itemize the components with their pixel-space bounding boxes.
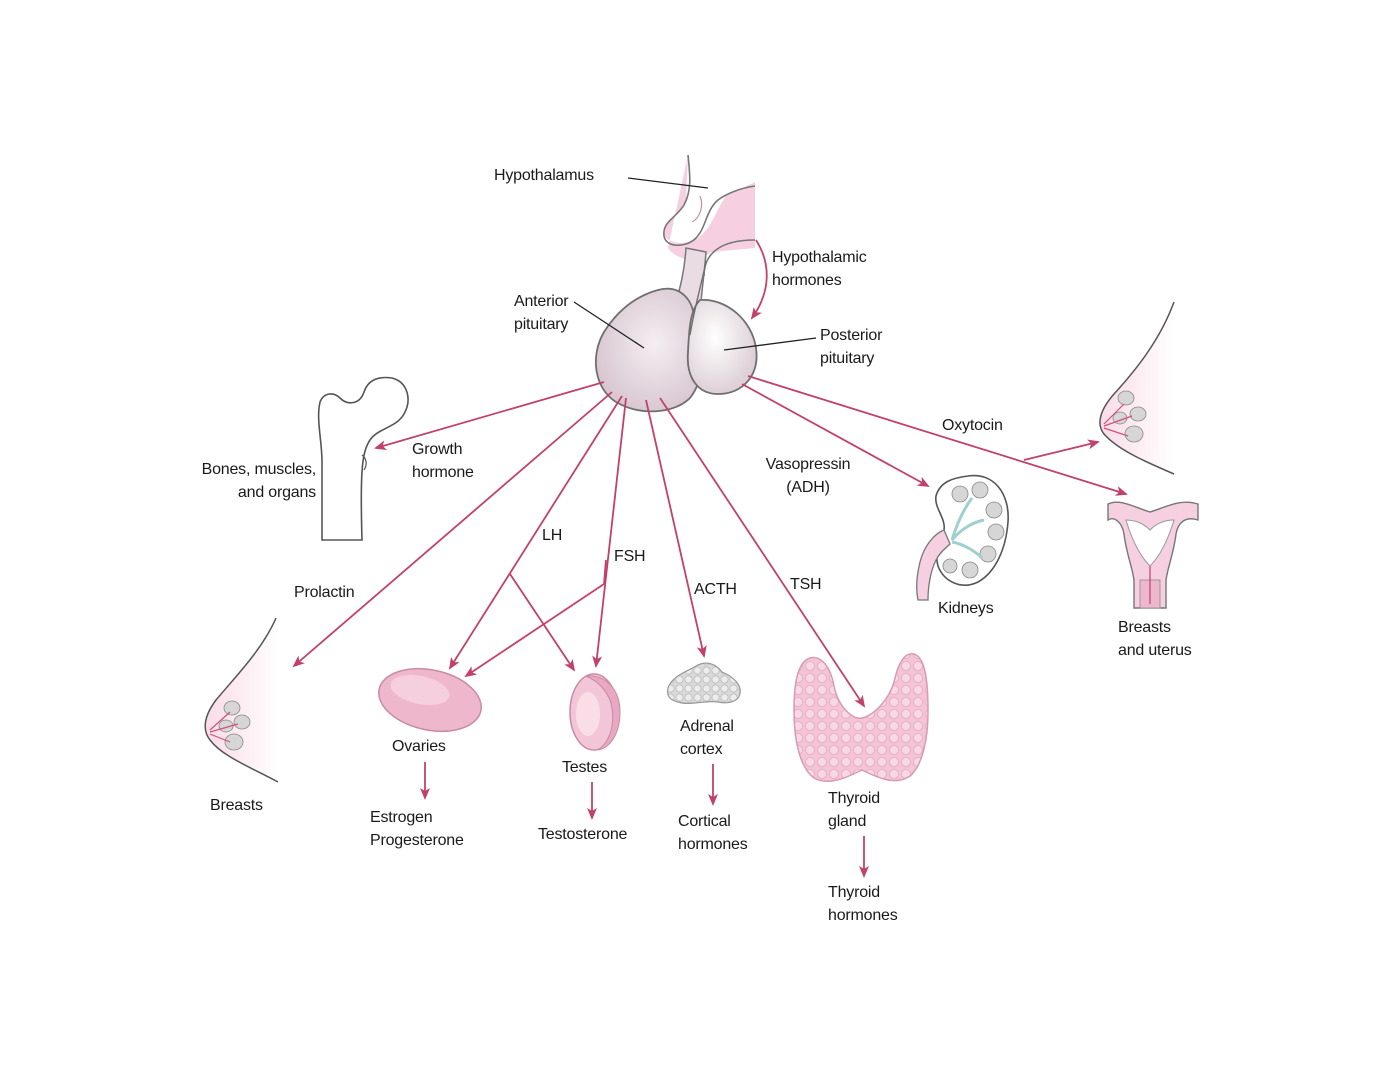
kidney-illustration — [916, 474, 1009, 601]
fsh-label: FSH — [614, 548, 646, 565]
testosterone-label: Testosterone — [538, 826, 628, 843]
anterior-pituitary-leader-line — [573, 301, 645, 349]
breast-illustration-right — [1099, 301, 1175, 475]
posterior-pituitary-gland — [686, 261, 758, 395]
posterior-pituitary-label: Posterior pituitary — [820, 327, 883, 367]
cortical-hormones-label: Cortical hormones — [678, 813, 748, 853]
ovaries-label: Ovaries — [392, 738, 446, 755]
vasopressin-arrow — [741, 383, 930, 487]
ovary-illustration — [378, 667, 482, 733]
bone-illustration — [317, 376, 409, 541]
lh-branch-testes-arrow — [509, 573, 576, 672]
growth-hormone-arrow — [374, 381, 605, 451]
breasts-and-uterus-label: Breasts and uterus — [1118, 619, 1192, 659]
kidneys-label: Kidneys — [938, 600, 994, 617]
adrenal-cortex-label: Adrenal cortex — [680, 718, 734, 758]
hypothalamus-leader-line — [627, 177, 709, 189]
vasopressin-label: Vasopressin (ADH) — [765, 456, 851, 496]
thyroid-illustration — [793, 653, 929, 782]
tsh-label: TSH — [790, 576, 822, 593]
breast-illustration-left — [204, 617, 279, 783]
bones-muscles-organs-label: Bones, muscles, and organs — [201, 461, 317, 501]
acth-arrow — [645, 399, 707, 658]
adrenal-illustration — [666, 662, 741, 705]
oxytocin-label: Oxytocin — [942, 417, 1003, 434]
estrogen-progesterone-label: Estrogen Progesterone — [370, 809, 464, 849]
thyroid-hormones-label: Thyroid hormones — [828, 884, 898, 924]
fsh-arrow — [592, 397, 627, 668]
uterus-illustration — [1107, 501, 1199, 609]
testes-label: Testes — [562, 759, 608, 776]
anterior-pituitary-label: Anterior pituitary — [514, 293, 569, 333]
thyroid-gland-label: Thyroid gland — [828, 790, 880, 830]
hypothalamus-label: Hypothalamus — [494, 167, 594, 184]
acth-label: ACTH — [694, 581, 737, 598]
tsh-arrow — [659, 397, 866, 708]
fsh-branch-ovaries-arrow — [464, 559, 607, 678]
breasts-label: Breasts — [210, 797, 263, 814]
hypothalamus-tissue — [663, 154, 756, 277]
hypothalamic-hormones-arrow — [750, 239, 768, 320]
hypothalamic-hormones-label: Hypothalamic hormones — [772, 249, 867, 289]
prolactin-arrow — [292, 391, 613, 668]
oxytocin-branch-breast-arrow — [1023, 439, 1100, 461]
testis-illustration — [569, 673, 621, 751]
growth-hormone-label: Growth hormone — [412, 441, 474, 481]
lh-arrow — [448, 395, 623, 670]
lh-label: LH — [542, 527, 563, 544]
oxytocin-arrow — [747, 375, 1128, 496]
prolactin-label: Prolactin — [294, 584, 355, 601]
posterior-pituitary-leader-line — [723, 337, 817, 351]
hormone-arrows — [292, 375, 1128, 878]
